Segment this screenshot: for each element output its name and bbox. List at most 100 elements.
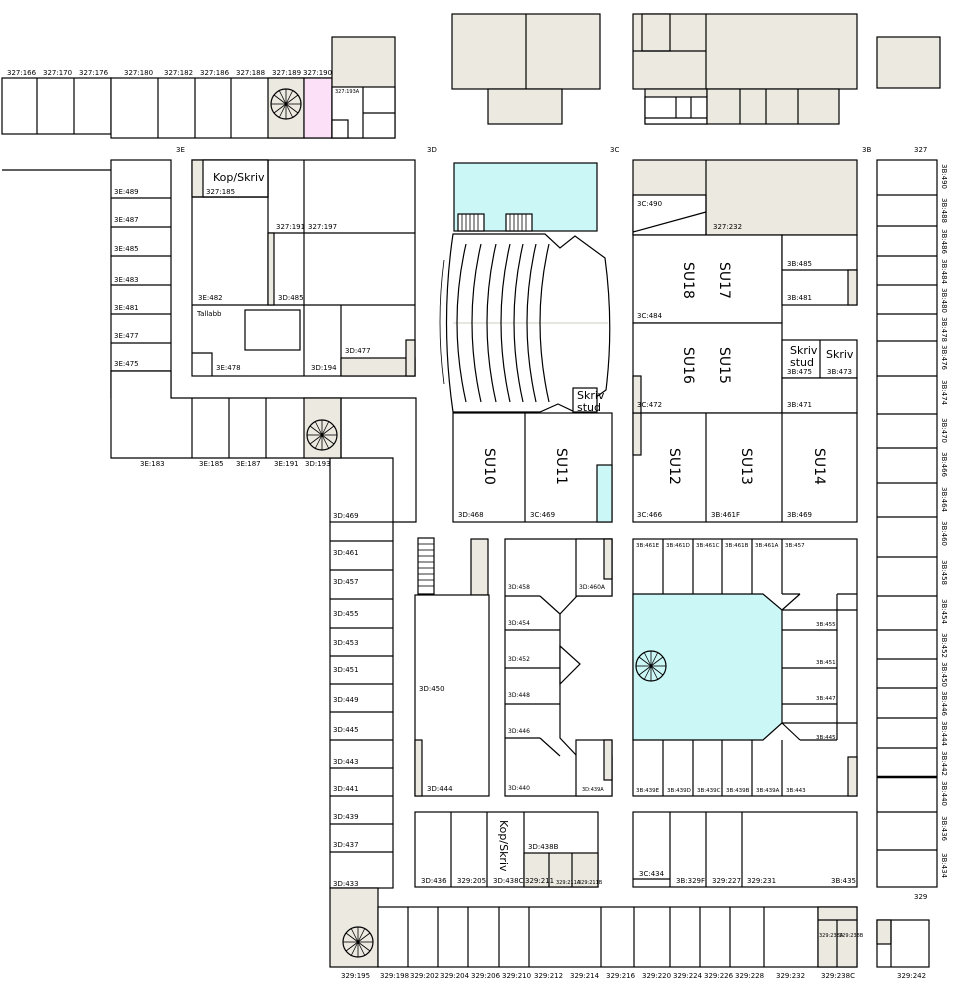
room-3d-452: 3D:452 [508,656,530,663]
room-329-210: 329:210 [502,972,531,980]
room-3b-439c: 3B:439C [697,788,721,794]
room-3d-438b: 3D:438B [528,843,559,851]
room-east-5: 3B:478 [940,317,948,342]
room-3b-439b: 3B:439B [726,788,750,794]
room-3c-469: 3C:469 [530,511,555,519]
room-3e-478: 3E:478 [216,364,241,372]
room-3c-484: 3C:484 [637,312,663,320]
room-3b-469: 3B:469 [787,511,812,519]
room-skriv-stud-3b475a: Skriv [790,344,818,357]
room-327-193a: 327:193A [335,89,360,95]
room-3d-451: 3D:451 [333,666,359,674]
room-327-186: 327:186 [200,69,230,77]
room-kop-skriv: Kop/Skriv [213,171,265,184]
room-east-10: 3B:464 [940,487,948,513]
room-east-18: 3B:442 [940,751,948,776]
room-3d-439a: 3D:439A [582,787,604,793]
room-329-238c: 329:238C [821,972,855,980]
room-3b-461d: 3B:461D [666,543,690,549]
room-3d-448: 3D:448 [508,692,530,699]
room-3c-434: 3C:434 [639,870,665,878]
room-3d-468: 3D:468 [458,511,484,519]
block-3d-436: 3D:436 329:205 3D:438C Kop/Skriv 3D:438B… [414,811,603,888]
room-329-232: 329:232 [776,972,805,980]
room-327-188: 327:188 [236,69,265,77]
room-3b-461f: 3B:461F [711,511,740,519]
room-su10: SU10 [481,448,497,485]
room-su11: SU11 [553,448,569,485]
room-3d-450: 3D:450 [419,685,445,693]
room-3d-437: 3D:437 [333,841,359,849]
room-3b-439a: 3B:439A [756,788,780,794]
room-3e-475: 3E:475 [114,360,139,368]
top-strip: 327:166 327:170 327:176 327:180 327:182 … [1,36,396,139]
room-3b-443: 3B:443 [786,788,806,794]
room-3c-466: 3C:466 [637,511,663,519]
room-3d-485: 3D:485 [278,294,304,302]
room-3d-453: 3D:453 [333,639,359,647]
room-3b-471: 3B:471 [787,401,812,409]
room-327-180: 327:180 [124,69,153,77]
spiral-stair-icon [342,926,374,958]
corridor-3b-label: 3B [862,146,871,154]
room-skriv-aula: Skriv [577,389,605,402]
room-3e-485: 3E:485 [114,245,139,253]
room-3e-482: 3E:482 [198,294,223,302]
room-su17: SU17 [716,262,732,299]
room-327-166: 327:166 [7,69,37,77]
room-3b-435: 3B:435 [831,877,856,885]
spiral-stair-icon [270,88,302,120]
room-3b-481: 3B:481 [787,294,812,302]
room-3d-443: 3D:443 [333,758,359,766]
room-3e-489: 3E:489 [114,188,139,196]
room-3e-477: 3E:477 [114,332,139,340]
room-3b-445: 3B:445 [816,735,836,741]
room-stud-aula: stud [577,401,601,414]
room-3b-439e: 3B:439E [636,788,660,794]
room-327-170: 327:170 [43,69,72,77]
block-3d-458: 3D:458 3D:460A 3D:454 3D:452 3D:448 3D:4… [504,538,613,797]
bottom-strip: 329:238A 329:238B 329:195 329:198 329:20… [329,887,930,980]
room-su15: SU15 [716,347,732,384]
block-3c-434: 3C:434 3B:329F 329:227 329:231 3B:435 [632,811,858,888]
room-east-7: 3B:474 [940,380,948,406]
room-3e-185: 3E:185 [199,460,224,468]
room-3d-460a: 3D:460A [579,584,606,591]
room-su13: SU13 [738,448,754,485]
room-east-12: 3B:458 [940,560,948,585]
room-3e-481: 3E:481 [114,304,139,312]
room-3d-469: 3D:469 [333,512,359,520]
room-329-202: 329:202 [410,972,439,980]
room-east-2: 3B:486 [940,229,948,255]
room-329-242: 329:242 [897,972,926,980]
room-329-211b: 329:211B [578,880,603,886]
room-329-198: 329:198 [380,972,409,980]
room-east-8: 3B:470 [940,418,948,443]
room-327-182: 327:182 [164,69,193,77]
room-3c-472: 3C:472 [637,401,662,409]
room-3b-461c: 3B:461C [696,543,720,549]
room-3c-490: 3C:490 [637,200,662,208]
room-329-212: 329:212 [534,972,563,980]
room-327-185: 327:185 [206,188,235,196]
room-3b-451: 3B:451 [816,660,836,666]
room-329-226: 329:226 [704,972,734,980]
room-3d-193: 3D:193 [305,460,331,468]
room-su12: SU12 [666,448,682,485]
room-3d-440: 3D:440 [508,785,530,792]
room-3d-438c: 3D:438C [493,877,524,885]
room-east-14: 3B:452 [940,633,948,658]
column-3d: 3D:469 3D:461 3D:457 3D:455 3D:453 3D:45… [329,458,394,889]
corridor-3c-label: 3C [610,146,619,154]
room-east-15: 3B:450 [940,662,948,687]
room-329-231: 329:231 [747,877,776,885]
room-3d-477: 3D:477 [345,347,371,355]
lecture-hall: Skriv stud [439,162,611,414]
room-329-216: 329:216 [606,972,636,980]
room-329-206: 329:206 [471,972,501,980]
room-3d-455: 3D:455 [333,610,359,618]
room-3b-447: 3B:447 [816,696,836,702]
room-east-3: 3B:484 [940,259,948,285]
room-3d-194: 3D:194 [311,364,337,372]
room-skriv-stud-3b475b: stud [790,356,814,369]
